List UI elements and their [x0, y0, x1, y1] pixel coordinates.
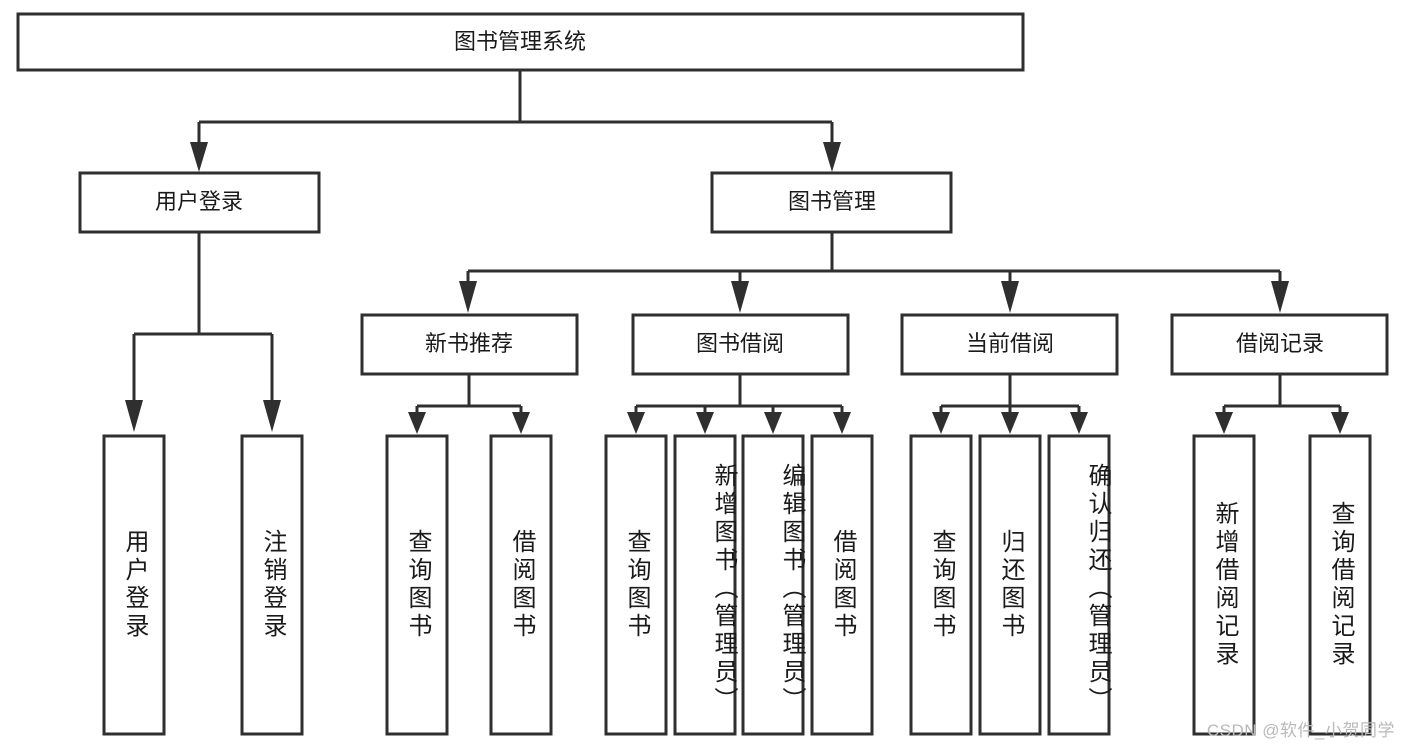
node-borrow-record-label: 借阅记录	[1236, 331, 1324, 356]
connector-new-book-recommend-to-leaves	[408, 374, 530, 434]
leaf-box-1[interactable]	[240, 434, 304, 736]
node-new-book-recommend-box[interactable]	[360, 313, 579, 376]
leaf-box-11[interactable]	[1192, 434, 1256, 736]
connector-root-to-level2	[190, 70, 841, 172]
arrow-head-icon	[1271, 281, 1289, 313]
node-current-borrow-box[interactable]	[900, 313, 1119, 376]
arrow-head-icon	[459, 281, 477, 313]
arrow-head-icon	[190, 142, 208, 172]
leaf-box-9[interactable]	[978, 434, 1042, 736]
leaf-box-12[interactable]	[1308, 434, 1372, 736]
leaf-boxes	[102, 434, 1372, 736]
arrow-head-icon	[263, 400, 281, 432]
connector-user-login-to-leaves	[125, 232, 281, 432]
node-book-borrow[interactable]: 图书借阅	[631, 313, 850, 376]
node-book-management-label: 图书管理	[788, 189, 876, 214]
node-user-login-label: 用户登录	[155, 189, 243, 214]
arrow-head-icon	[932, 412, 950, 434]
leaf-box-8[interactable]	[909, 434, 973, 736]
node-new-book-recommend[interactable]: 新书推荐	[360, 313, 579, 376]
node-current-borrow[interactable]: 当前借阅	[900, 313, 1119, 376]
arrow-head-icon	[823, 142, 841, 172]
node-new-book-recommend-label: 新书推荐	[425, 331, 513, 356]
connector-current-borrow-to-leaves	[932, 374, 1088, 434]
node-root-box[interactable]	[16, 12, 1025, 72]
arrow-head-icon	[731, 281, 749, 313]
arrow-head-icon	[696, 412, 714, 434]
node-current-borrow-label: 当前借阅	[966, 331, 1054, 356]
node-book-borrow-label: 图书借阅	[696, 331, 784, 356]
arrow-head-icon	[1070, 412, 1088, 434]
csdn-watermark: CSDN @软件_小贺同学	[1206, 721, 1395, 740]
leaf-box-7[interactable]	[810, 434, 874, 736]
arrow-head-icon	[1331, 412, 1349, 434]
node-book-management[interactable]: 图书管理	[710, 171, 953, 234]
arrow-head-icon	[627, 412, 645, 434]
node-root[interactable]: 图书管理系统	[16, 12, 1025, 72]
node-borrow-record[interactable]: 借阅记录	[1170, 313, 1389, 376]
leaf-box-3[interactable]	[489, 434, 553, 736]
leaf-box-2[interactable]	[385, 434, 449, 736]
connector-book-management-to-level3	[459, 232, 1289, 313]
leaf-box-5[interactable]	[673, 434, 737, 736]
arrow-head-icon	[1001, 281, 1019, 313]
arrow-head-icon	[833, 412, 851, 434]
arrow-head-icon	[764, 412, 782, 434]
node-user-login[interactable]: 用户登录	[78, 171, 321, 234]
node-user-login-box[interactable]	[78, 171, 321, 234]
node-root-label: 图书管理系统	[454, 29, 586, 54]
connector-book-borrow-to-leaves	[627, 374, 851, 434]
arrow-head-icon	[512, 412, 530, 434]
leaf-box-0[interactable]	[102, 434, 166, 736]
connector-borrow-record-to-leaves	[1215, 374, 1349, 434]
leaf-box-6[interactable]	[741, 434, 805, 736]
arrow-head-icon	[408, 412, 426, 434]
leaf-box-10[interactable]	[1047, 434, 1111, 736]
leaf-box-4[interactable]	[604, 434, 668, 736]
arrow-head-icon	[1001, 412, 1019, 434]
arrow-head-icon	[125, 400, 143, 432]
arrow-head-icon	[1215, 412, 1233, 434]
